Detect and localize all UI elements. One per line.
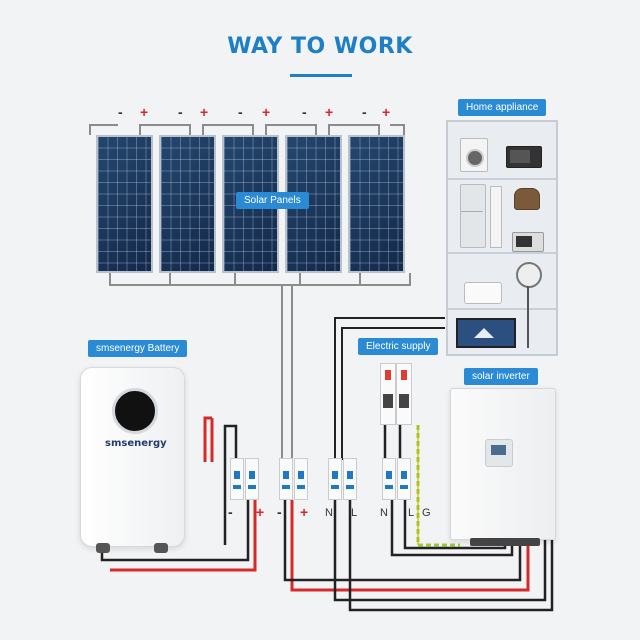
solar-panels-label: Solar Panels: [236, 192, 309, 209]
terminal-pv-minus: -: [277, 504, 282, 520]
electric-supply-label: Electric supply: [358, 338, 439, 355]
pv-bus: [109, 273, 411, 460]
refrigerator-icon: [460, 184, 486, 248]
fan-icon: [516, 262, 542, 288]
air-conditioner-icon: [464, 282, 502, 304]
terminal-out-n: N: [380, 507, 388, 519]
air-purifier-icon: [490, 186, 502, 248]
solar-panel: [159, 135, 216, 273]
battery-unit: smsenergy: [80, 367, 185, 547]
battery-display: [112, 388, 158, 434]
cabinet-shelf: [448, 178, 556, 180]
microwave-icon: [506, 146, 542, 168]
breaker: [382, 458, 396, 500]
terminal-battery-minus: -: [228, 504, 233, 520]
page-title: WAY TO WORK: [227, 34, 413, 59]
tv-icon: [456, 318, 516, 348]
solar-inverter-label: solar inverter: [464, 368, 538, 385]
panel-terminal-plus: +: [140, 104, 149, 120]
panel-terminal-minus: -: [178, 104, 183, 120]
terminal-ground: G: [422, 507, 431, 519]
supply-breaker-pole: [396, 363, 412, 425]
title-underline: [290, 74, 352, 77]
breaker: [397, 458, 411, 500]
panel-terminal-plus: +: [325, 104, 334, 120]
fan-stand: [527, 286, 529, 348]
supply-breaker-pole: [380, 363, 396, 425]
terminal-pv-plus: +: [300, 504, 309, 520]
cabinet-shelf: [448, 308, 556, 310]
appliance-cabinet: [446, 120, 558, 356]
cabinet-shelf: [448, 252, 556, 254]
terminal-supply-n: N: [325, 507, 333, 519]
home-appliance-label: Home appliance: [458, 99, 547, 116]
panel-terminal-minus: -: [238, 104, 243, 120]
solar-panel: [96, 135, 153, 273]
washing-machine-icon: [460, 138, 488, 172]
terminal-out-l: L: [408, 507, 415, 519]
breaker: [343, 458, 357, 500]
battery-wheel: [96, 543, 110, 553]
breaker: [294, 458, 308, 500]
panel-terminal-plus: +: [382, 104, 391, 120]
panel-terminal-plus: +: [262, 104, 271, 120]
rice-cooker-icon: [514, 188, 540, 210]
battery-wheel: [154, 543, 168, 553]
battery-brand: smsenergy: [105, 438, 167, 449]
inverter-ports: [470, 538, 540, 546]
breaker: [230, 458, 244, 500]
panel-terminal-minus: -: [118, 104, 123, 120]
inverter-screen: [485, 439, 513, 467]
solar-inverter: [450, 388, 556, 540]
battery-label: smsenergy Battery: [88, 340, 188, 357]
breaker: [245, 458, 259, 500]
panel-terminal-plus: +: [200, 104, 209, 120]
terminal-battery-plus: +: [256, 504, 265, 520]
solar-panel: [348, 135, 405, 273]
panel-terminal-minus: -: [362, 104, 367, 120]
terminal-supply-l: L: [351, 507, 358, 519]
breaker: [328, 458, 342, 500]
panel-top-connectors: [89, 124, 405, 135]
breaker: [279, 458, 293, 500]
oven-icon: [512, 232, 544, 252]
panel-terminal-minus: -: [302, 104, 307, 120]
